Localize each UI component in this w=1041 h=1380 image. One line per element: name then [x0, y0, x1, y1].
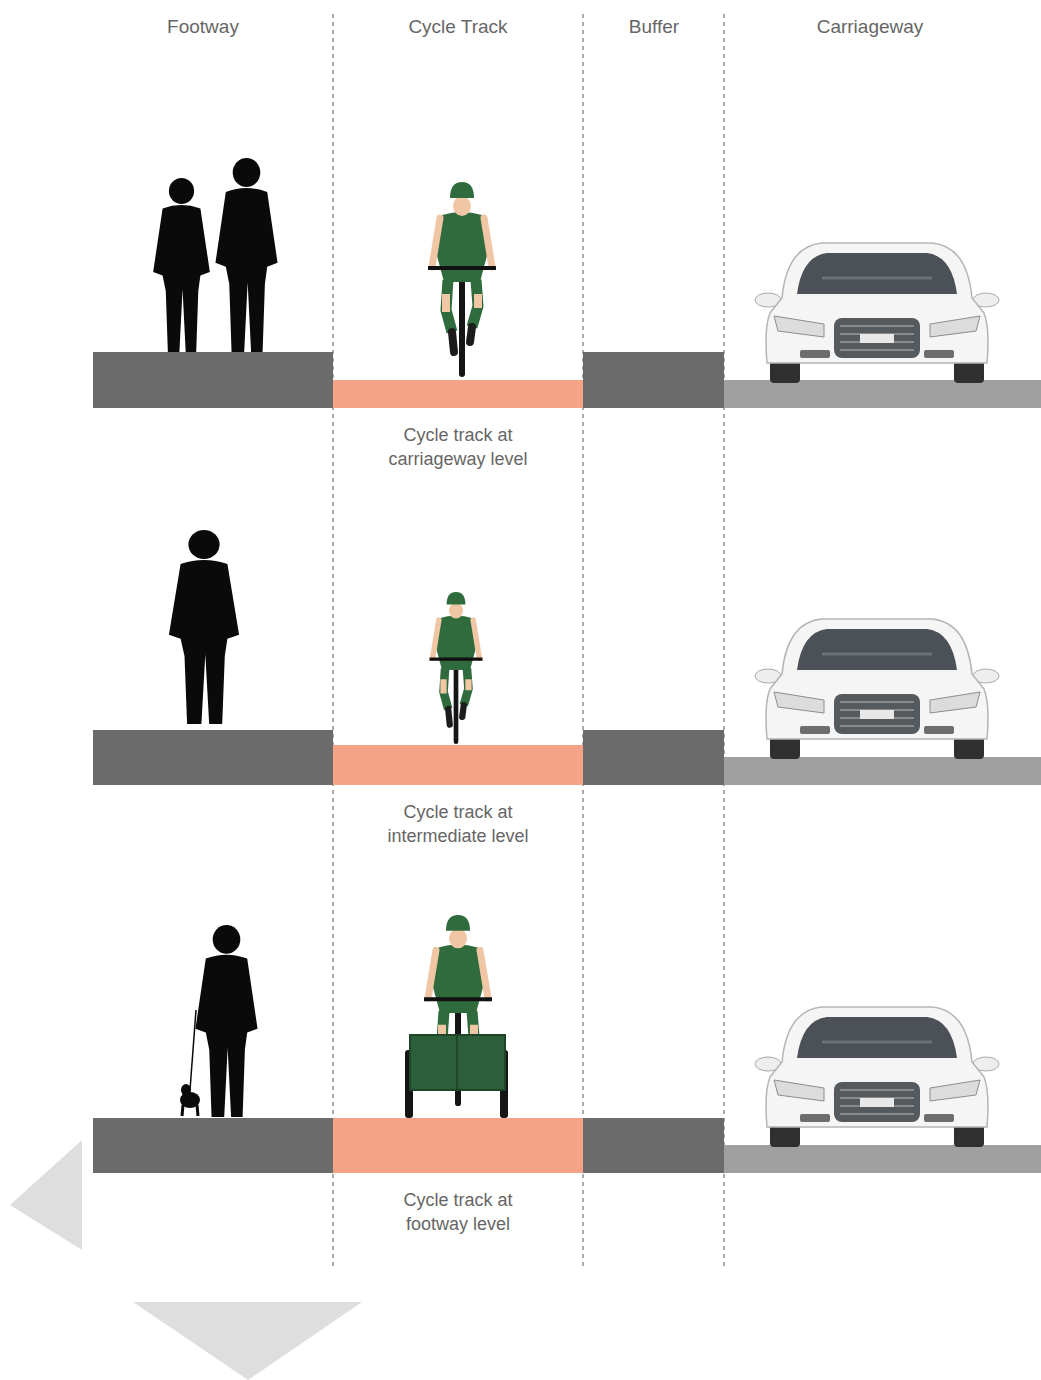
column-heading: Carriageway: [760, 16, 980, 38]
cyclists: [405, 182, 508, 1118]
column-heading: Cycle Track: [358, 16, 558, 38]
watermark-chevrons: [10, 1140, 362, 1380]
caption: Cycle track at footway level: [373, 1188, 543, 1236]
column-heading: Buffer: [589, 16, 719, 38]
caption: Cycle track at carriageway level: [373, 423, 543, 471]
column-heading: Footway: [103, 16, 303, 38]
column-dividers: [333, 14, 724, 1270]
cars: [755, 243, 999, 1147]
caption: Cycle track at intermediate level: [373, 800, 543, 848]
pedestrians: [153, 158, 277, 1117]
